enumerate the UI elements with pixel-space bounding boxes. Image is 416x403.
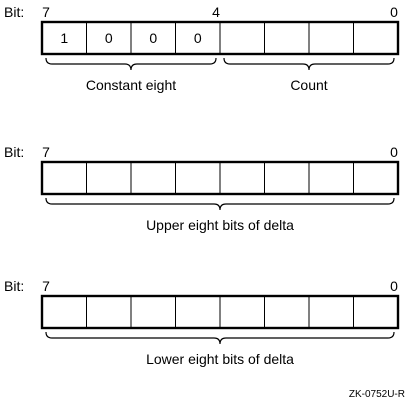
bit-position-marker: 0 [390, 144, 398, 160]
bit-cell-value: 0 [194, 30, 202, 46]
bit-prefix-label: Bit: [4, 4, 24, 20]
field-brace [45, 331, 395, 345]
field-label: Constant eight [86, 77, 176, 93]
bit-cell-value: 1 [60, 30, 68, 46]
bit-position-marker: 0 [390, 4, 398, 20]
field-label: Upper eight bits of delta [146, 217, 294, 233]
bit-cell-value: 0 [105, 30, 113, 46]
field-brace [45, 57, 217, 71]
bit-prefix-label: Bit: [4, 144, 24, 160]
field-label: Count [290, 77, 327, 93]
bit-position-marker: 7 [42, 278, 50, 294]
bit-cell-value: 0 [149, 30, 157, 46]
field-brace [45, 197, 395, 211]
bit-position-marker: 7 [42, 4, 50, 20]
field-brace [223, 57, 395, 71]
bit-position-marker: 0 [390, 278, 398, 294]
bit-prefix-label: Bit: [4, 278, 24, 294]
figure-id: ZK-0752U-R [349, 389, 405, 400]
field-label: Lower eight bits of delta [146, 351, 294, 367]
bit-position-marker: 7 [42, 144, 50, 160]
bit-position-marker: 4 [212, 4, 220, 20]
